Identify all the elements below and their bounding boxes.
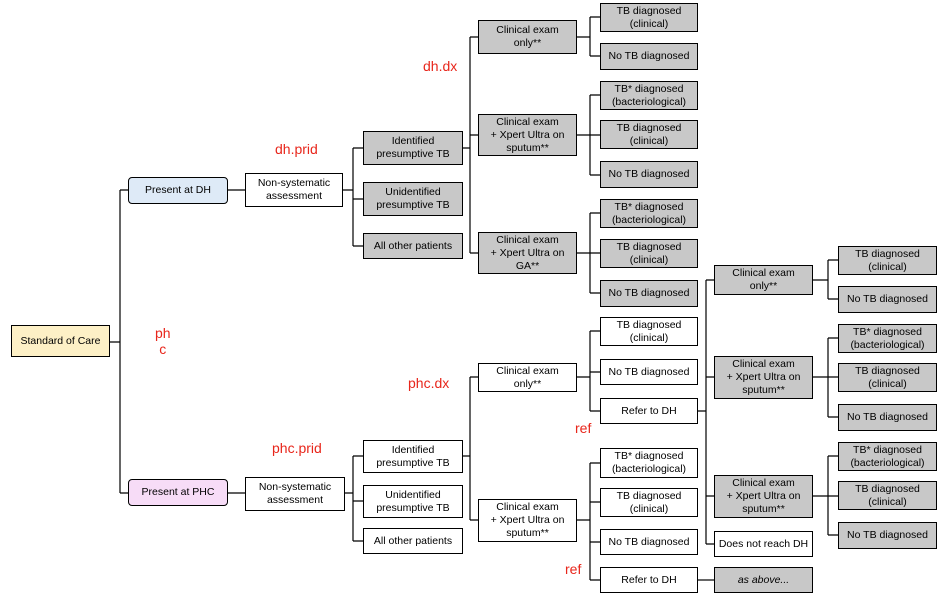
phc-xs-refer-to-dh: Refer to DH (600, 567, 698, 593)
phc-clinical-exam-only: Clinical exam only** (478, 363, 577, 392)
dh-xga-tb-diagnosed-clinical: TB diagnosed (clinical) (600, 239, 698, 268)
phc-clinical-exam-xpert-sputum: Clinical exam + Xpert Ultra on sputum** (478, 499, 577, 542)
label-phc-prid: phc.prid (272, 440, 322, 456)
dh-all-other-patients: All other patients (363, 233, 463, 259)
ref-xga-tb-diagnosed-clinical: TB diagnosed (clinical) (838, 481, 937, 510)
ref-ce-tb-diagnosed-clinical: TB diagnosed (clinical) (838, 246, 937, 275)
ref-xs-no-tb-diagnosed: No TB diagnosed (838, 404, 937, 431)
phc-xs-no-tb-diagnosed: No TB diagnosed (600, 529, 698, 555)
present-at-dh: Present at DH (128, 177, 228, 204)
phc-ce-tb-diagnosed-clinical: TB diagnosed (clinical) (600, 317, 698, 346)
label-phc-split: ph c (155, 325, 171, 357)
phc-xs-tb-diagnosed-bacteriological: TB* diagnosed (bacteriological) (600, 448, 698, 478)
ref-clinical-exam-xpert-sputum-2: Clinical exam + Xpert Ultra on sputum** (714, 475, 813, 518)
dh-xs-no-tb-diagnosed: No TB diagnosed (600, 161, 698, 188)
phc-ce-refer-to-dh: Refer to DH (600, 398, 698, 424)
ref-does-not-reach-dh: Does not reach DH (714, 531, 813, 557)
ref-xs-tb-diagnosed-bacteriological: TB* diagnosed (bacteriological) (838, 324, 937, 353)
label-ref-2: ref (565, 561, 582, 577)
present-at-phc: Present at PHC (128, 479, 228, 506)
ref-xs-tb-diagnosed-clinical: TB diagnosed (clinical) (838, 363, 937, 392)
phc-identified-presumptive-tb: Identified presumptive TB (363, 440, 463, 473)
dh-xga-tb-diagnosed-bacteriological: TB* diagnosed (bacteriological) (600, 199, 698, 228)
dh-clinical-exam-xpert-ga: Clinical exam + Xpert Ultra on GA** (478, 232, 577, 274)
phc-all-other-patients: All other patients (363, 528, 463, 554)
ref-ce-no-tb-diagnosed: No TB diagnosed (838, 286, 937, 313)
dh-unidentified-presumptive-tb: Unidentified presumptive TB (363, 182, 463, 216)
phc-unidentified-presumptive-tb: Unidentified presumptive TB (363, 485, 463, 518)
dh-ce-tb-diagnosed-clinical: TB diagnosed (clinical) (600, 3, 698, 32)
phc-non-systematic-assessment: Non-systematic assessment (245, 477, 345, 511)
phc-ce-no-tb-diagnosed: No TB diagnosed (600, 359, 698, 385)
ref-clinical-exam-only: Clinical exam only** (714, 265, 813, 295)
ref-xga-no-tb-diagnosed: No TB diagnosed (838, 522, 937, 549)
dh-xs-tb-diagnosed-bacteriological: TB* diagnosed (bacteriological) (600, 81, 698, 110)
label-phc-dx: phc.dx (408, 375, 450, 391)
dh-xga-no-tb-diagnosed: No TB diagnosed (600, 280, 698, 307)
dh-clinical-exam-xpert-sputum: Clinical exam + Xpert Ultra on sputum** (478, 114, 577, 156)
dh-ce-no-tb-diagnosed: No TB diagnosed (600, 43, 698, 70)
dh-clinical-exam-only: Clinical exam only** (478, 20, 577, 54)
dh-non-systematic-assessment: Non-systematic assessment (245, 173, 343, 207)
ref-clinical-exam-xpert-sputum-1: Clinical exam + Xpert Ultra on sputum** (714, 356, 813, 399)
phc-xs-tb-diagnosed-clinical: TB diagnosed (clinical) (600, 488, 698, 517)
root-standard-of-care: Standard of Care (11, 325, 110, 357)
as-above-note: as above... (714, 567, 813, 593)
label-ref-1: ref (575, 420, 592, 436)
dh-xs-tb-diagnosed-clinical: TB diagnosed (clinical) (600, 120, 698, 149)
dh-identified-presumptive-tb: Identified presumptive TB (363, 131, 463, 165)
label-dh-prid: dh.prid (275, 141, 318, 157)
ref-xga-tb-diagnosed-bacteriological: TB* diagnosed (bacteriological) (838, 442, 937, 471)
label-dh-dx: dh.dx (423, 58, 458, 74)
